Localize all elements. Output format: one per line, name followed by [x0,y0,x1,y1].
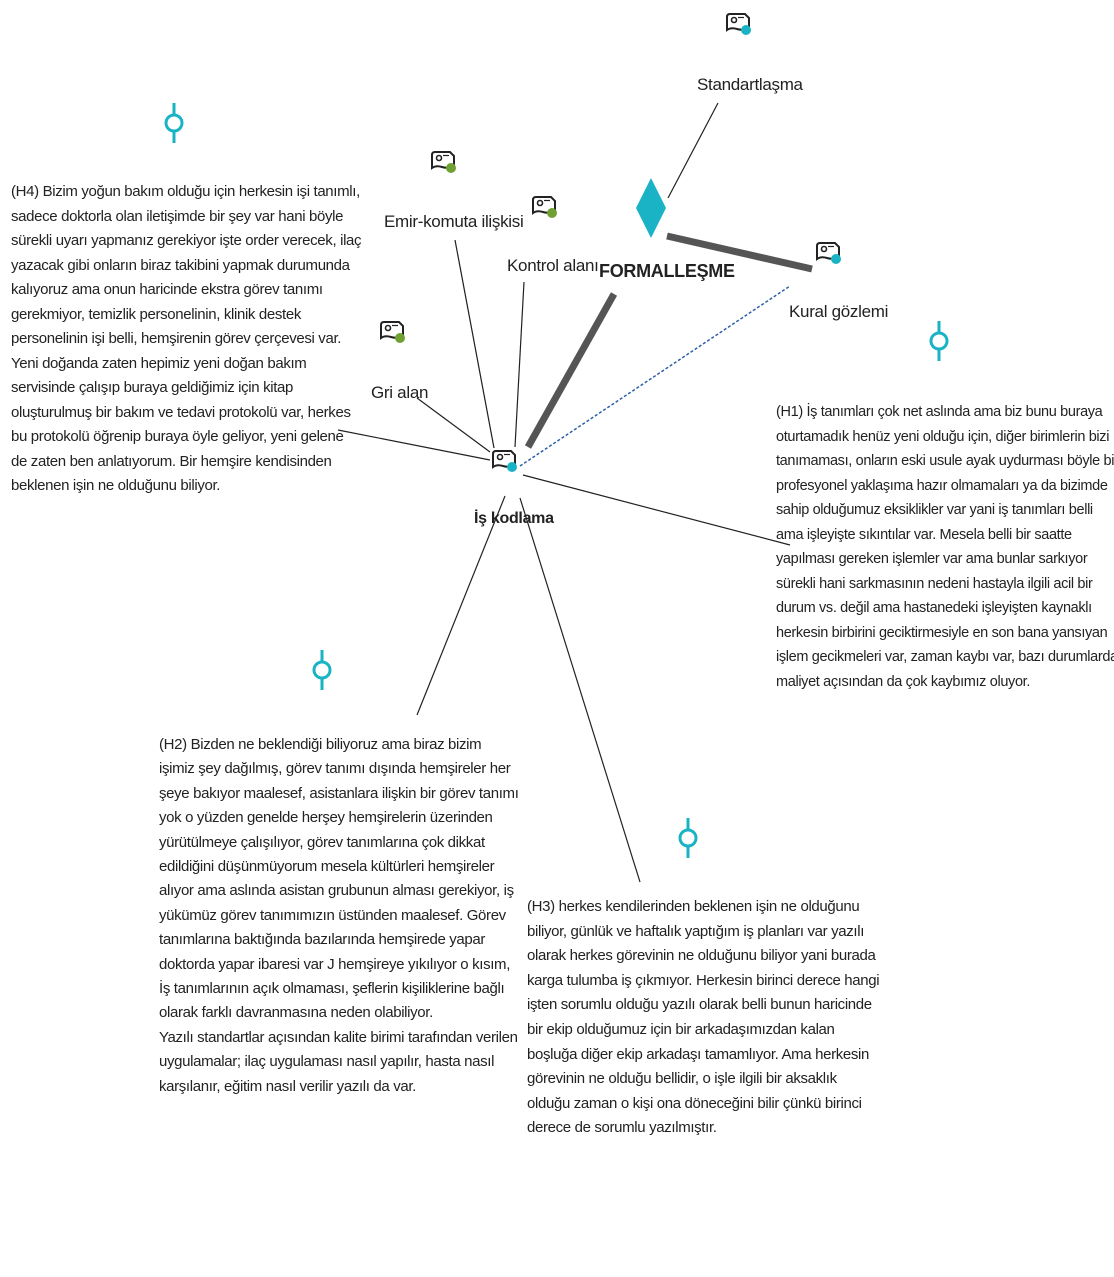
link-formallesme-kural-gozlemi [666,232,813,273]
quote-line: şeye bakıyor maalesef, asistanlara ilişk… [159,784,519,802]
link-is-kodlama-h2 [416,495,506,716]
quote-line: personelinin işi belli, hemşirenin görev… [11,330,342,347]
quote-line: karşılanır, eğitim nasıl verilir yazılı … [159,1077,416,1095]
node-label-is-kodlama: İş kodlama [474,510,554,527]
quote-line: derece de sorumlu yazılmıştır. [527,1119,717,1137]
node-label-standartlasma: Standartlaşma [697,75,803,94]
quote-line: (H3) herkes kendilerinden beklenen işin … [527,898,860,915]
quote-line: beklenen işin ne olduğunu biliyor. [11,477,221,494]
node-label-emir-komuta: Emir-komuta ilişkisi [384,212,524,231]
quote-h2[interactable]: (H2) Bizden ne beklendiği biliyoruz ama … [159,733,519,1099]
quote-line: doktorda yapar ibaresi var J hemşireye y… [159,955,511,973]
link-is-kodlama-h1 [522,474,791,546]
quote-line: sadece doktorla olan iletişimde bir şey … [11,207,344,225]
quote-line: ama işleyişte sıkıntılar var. Mesela bel… [776,526,1072,543]
quote-line: olduğu zaman o kişi ona döneceğini bilir… [527,1094,862,1112]
code-icon-kural-gozlemi[interactable] [816,242,841,264]
quote-line: işlem gecikmeleri var, zaman kaybı var, … [776,649,1114,665]
quote-line: biliyor, günlük ve haftalık yaptığım iş … [527,922,865,940]
quote-h3[interactable]: (H3) herkes kendilerinden beklenen işin … [527,895,880,1141]
quote-line: maliyet açısından da çok kaybımız oluyor… [776,673,1031,690]
link-is-kodlama-gri-alan [416,397,491,453]
link-is-kodlama-formallesme [524,292,618,449]
quote-line: yok o yüzden genelde herşey hemşirelerin… [159,809,493,827]
quote-line: işten sorumlu olduğu yazılı olarak belli… [527,996,872,1014]
node-label-gri-alan: Gri alan [371,383,429,402]
quote-line: de zaten ben anlatıyorum. Bir hemşire ke… [11,452,332,470]
quote-line: yürütülmeye çalışılıyor, görev tanımları… [159,833,485,851]
quote-line: İş tanımlarının açık olmaması, şeflerin … [159,980,505,998]
code-icon-gri-alan[interactable] [380,321,405,343]
quote-h1[interactable]: (H1) İş tanımları çok net aslında ama bi… [776,400,1114,694]
quote-line: uygulamalar; ilaç uygulaması nasıl yapıl… [159,1053,495,1071]
quote-line: olarak herkes görevinin ne olduğunu bili… [527,947,876,965]
quote-line: görevinin ne olduğu bellidir, o işle ilg… [527,1070,837,1088]
quote-line: yapılması gereken işlemler var ama bunla… [776,551,1088,567]
quote-line: (H2) Bizden ne beklendiği biliyoruz ama … [159,736,482,753]
quote-line: tanımaması, onların eski usule ayak uydu… [776,453,1114,469]
quote-line: olarak farklı davranmasına neden olabili… [159,1004,433,1022]
quote-line: sürekli hani sarkmasının nedeni hastayla… [776,575,1093,592]
code-icon-kontrol-alani[interactable] [532,196,557,218]
quote-line: edildiğini düşünmüyorum mesela kültürler… [159,858,495,876]
quote-line: bir ekip olduğumuz için bir arkadaşımızd… [527,1020,835,1038]
link-is-kodlama-kural-gozlemi [519,285,791,467]
quote-line: gerekmiyor, temizlik personelinin, klini… [11,305,301,323]
quote-line: oturtamadık henüz yeni olduğu için, diğe… [776,428,1110,445]
quote-line: bu protokolü öğrenip buraya öyle geliyor… [11,428,344,445]
quote-line: oluşturulmuş bir bakım ve tedavi protoko… [11,403,351,421]
code-icon-is-kodlama[interactable] [492,450,517,472]
quote-line: sürekli uyarı yapmanız gerekiyor işte or… [11,232,362,249]
quote-line: yazacak gibi onların biraz takibini yapm… [11,256,350,274]
quote-line: tanımlarına baktığında bazılarında hemşi… [159,931,486,949]
quote-line: Yeni doğanda zaten hepimiz yeni doğan ba… [11,354,307,372]
link-is-kodlama-h4 [337,429,491,461]
quote-line: servisinde çalışıp buraya geldiğimiz içi… [11,379,294,396]
quote-line: yükümüz görev tanımımızın üstünden maale… [159,906,506,924]
quote-line: Yazılı standartlar açısından kalite biri… [159,1028,518,1046]
link-is-kodlama-kontrol-alani [514,281,525,448]
diamond-icon-formallesme[interactable] [636,178,666,238]
link-formallesme-standartlasma [667,102,719,199]
quote-line: boşluğa diğer ekip arkadaşı tamamlıyor. … [527,1045,869,1063]
quote-line: sahip olduğumuz eksiklikler var yani iş … [776,502,1093,518]
quote-pin-icon-h4[interactable] [164,101,184,145]
quote-line: durum vs. değil ama hastanedeki işleyişt… [776,600,1092,616]
code-icon-standartlasma[interactable] [726,13,751,35]
quote-pin-icon-h3[interactable] [678,816,698,860]
quote-line: profesyonel yaklaşıma hazır olmamaları y… [776,477,1108,494]
quote-line: alıyor ama aslında asistan grubunun alma… [159,882,514,900]
quote-line: (H4) Bizim yoğun bakım olduğu için herke… [11,183,360,200]
quote-line: karga tulumba iş çıkmıyor. Herkesin biri… [527,971,880,989]
quote-line: herkesin birbirini geciktirmesiyle en so… [776,624,1108,641]
node-label-kural-gozlemi: Kural gözlemi [789,302,889,321]
quote-h4[interactable]: (H4) Bizim yoğun bakım olduğu için herke… [11,180,362,499]
quote-pin-icon-h1[interactable] [929,319,949,363]
quote-line: kalıyoruz ama onun haricinde ekstra göre… [11,281,323,298]
quote-line: işimiz şey dağılmış, görev tanımı dışınd… [159,760,511,778]
node-label-kontrol-alani: Kontrol alanı [507,256,599,275]
link-is-kodlama-emir-komuta [454,239,495,449]
quote-line: (H1) İş tanımları çok net aslında ama bi… [776,404,1103,420]
code-icon-emir-komuta[interactable] [431,151,456,173]
link-is-kodlama-h3 [519,497,641,883]
quote-pin-icon-h2[interactable] [312,648,332,692]
node-label-formallesme: FORMALLEŞME [599,261,735,281]
